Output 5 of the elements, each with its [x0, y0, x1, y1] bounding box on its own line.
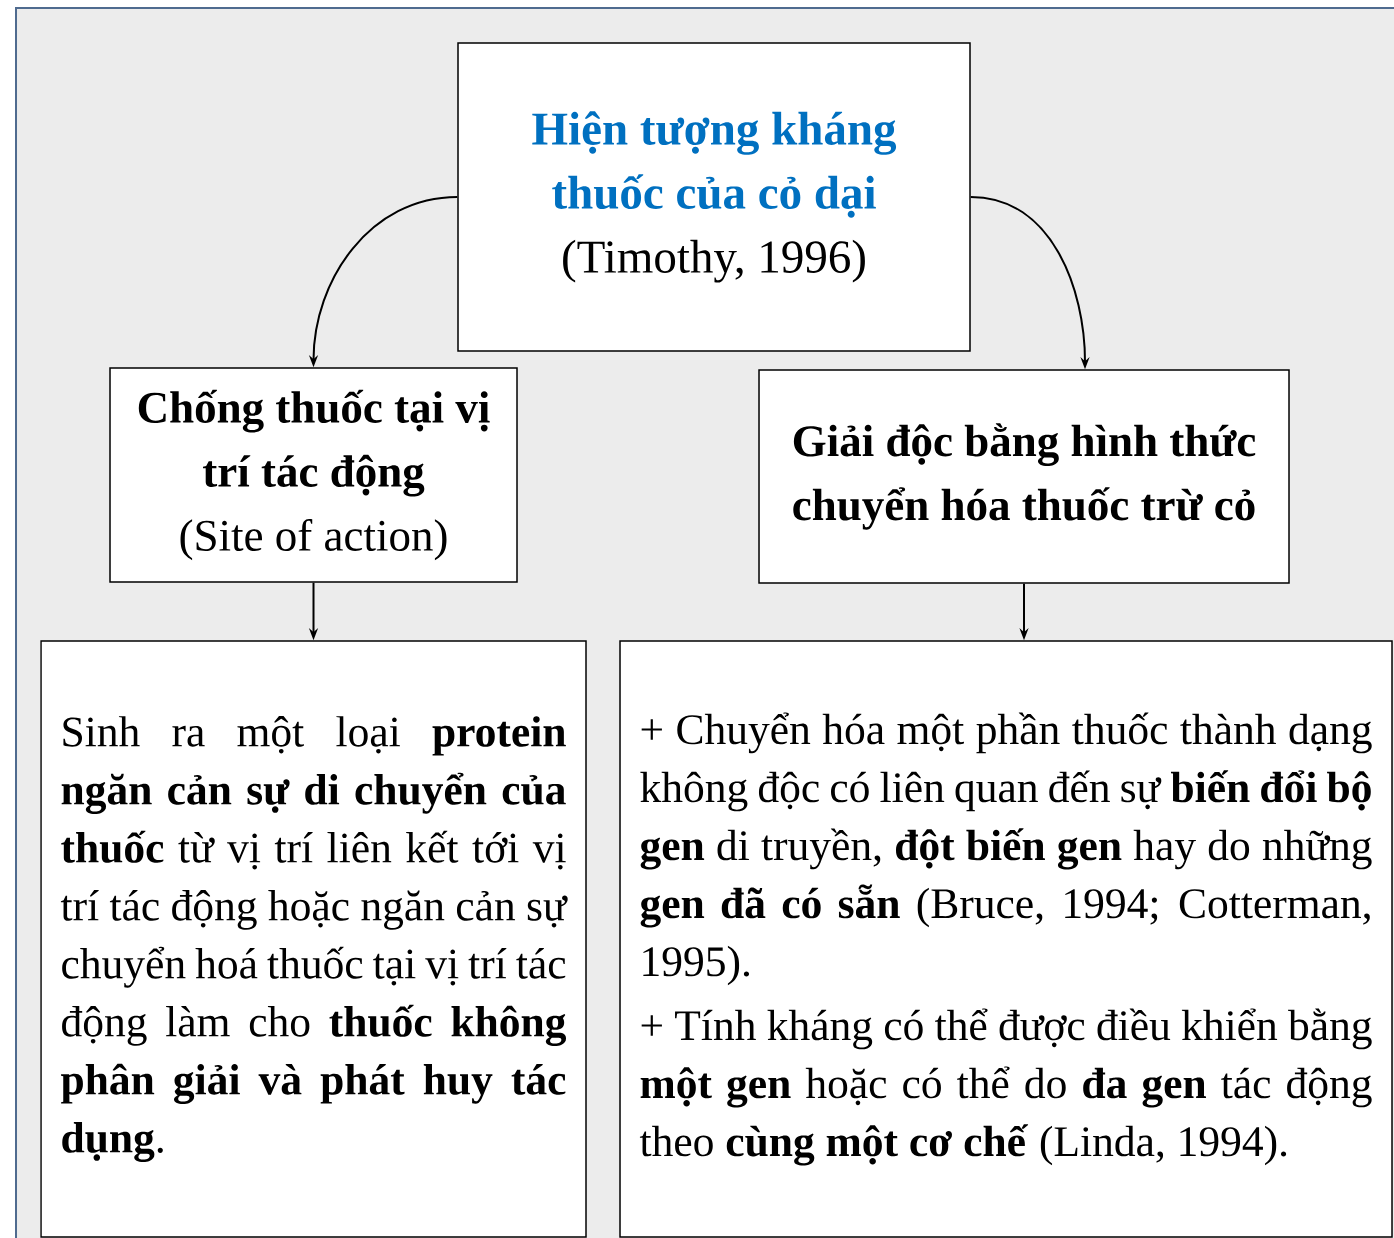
text-box: Sinh ra một loại protein ngăn cản sự di chuyển của thuốc từ vị trí liên kết tới vị trí tác động hoặc ngăn cản sự chuyển hoá thuốc tại vị trí tác động làm cho thuốc không phân giải và phát huy tác dụng.: [40, 640, 587, 1238]
text-box: + Chuyển hóa một phần thuốc thành dạng không độc có liên quan đến sự biến đổi bộ gen di truyền, đột biến gen hay do những gen đã có sẵn (Bruce, 1994; Cotterman, 1995). + Tính kháng có thể được điều khiển bằng một gen hoặc có thể do đa gen tác động theo cùng một cơ chế (Linda, 1994).: [619, 640, 1393, 1238]
text-box: Hiện tượng kháng thuốc của cỏ dại (Timothy, 1996): [457, 42, 971, 352]
text-box: Giải độc bằng hình thức chuyển hóa thuốc trừ cỏ: [758, 369, 1290, 584]
text-box: Chống thuốc tại vị trí tác động (Site of action): [109, 367, 518, 583]
